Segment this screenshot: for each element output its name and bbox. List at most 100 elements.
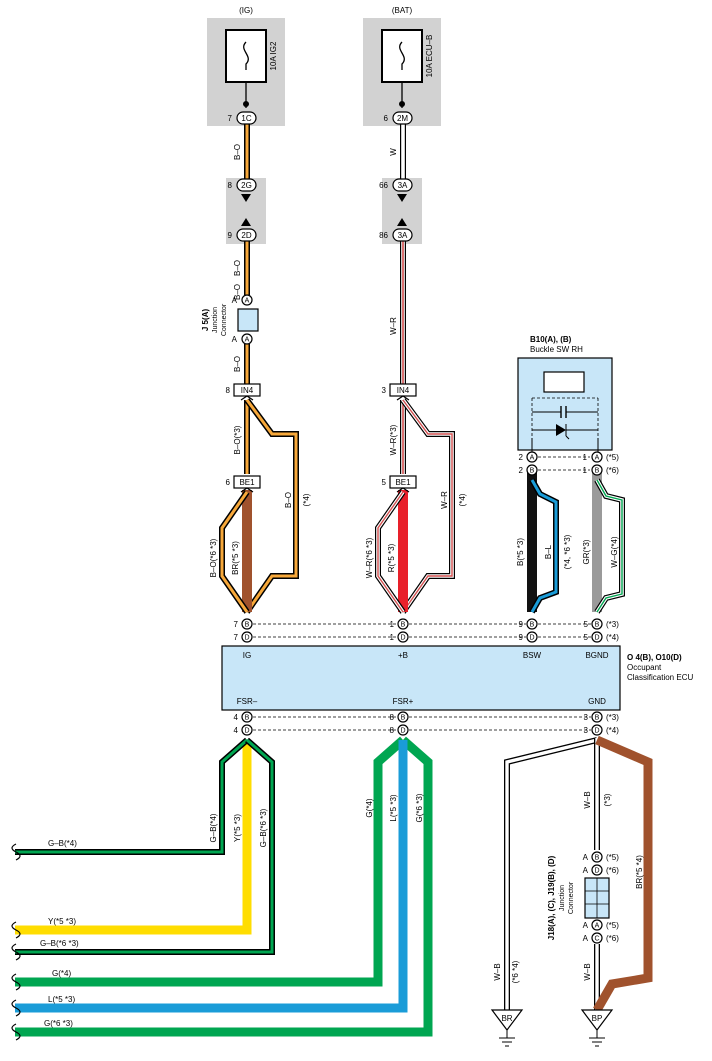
svg-text:D: D <box>529 635 534 642</box>
svg-text:B: B <box>530 622 535 629</box>
svg-text:BP: BP <box>592 1014 603 1023</box>
buckle-pins: A 2 1 A (*5) B 2 1 B (*6) <box>519 451 619 476</box>
svg-text:3A: 3A <box>398 181 408 190</box>
svg-text:B: B <box>595 715 600 722</box>
svg-text:D: D <box>594 635 599 642</box>
svg-text:W–R(*3): W–R(*3) <box>389 424 398 455</box>
j5-code: J 5(A) <box>201 309 210 332</box>
svg-text:7: 7 <box>228 114 233 123</box>
svg-text:IN4: IN4 <box>397 386 410 395</box>
svg-text:A: A <box>595 923 600 930</box>
svg-text:Junction: Junction <box>559 885 566 911</box>
wire-ig-upper <box>244 124 250 384</box>
offpage-label-gb63: G–B(*6 *3) <box>40 939 79 948</box>
svg-text:(*4): (*4) <box>302 493 311 506</box>
svg-text:GND: GND <box>588 697 606 706</box>
conn-be1-b: BE1 5 <box>382 475 417 493</box>
fuse-bat-source: (BAT) <box>392 6 413 15</box>
conn-2g: 2G 8 <box>228 178 257 192</box>
svg-text:B: B <box>595 622 600 629</box>
svg-text:1: 1 <box>583 466 588 475</box>
wire-labels: B–O B–O B–O B–O B–O(*3) B–O (*4) B–O(*6 … <box>209 144 644 983</box>
svg-text:B–L: B–L <box>544 544 553 559</box>
svg-text:C: C <box>594 936 599 943</box>
svg-text:A: A <box>245 298 250 305</box>
svg-text:A: A <box>232 296 238 305</box>
conn-3a-top: 3A 66 <box>379 178 413 192</box>
occupant-classification-ecu: IG +B BSW BGND FSR– FSR+ GND O 4(B), O10… <box>221 645 693 711</box>
svg-text:BR(*5 *3): BR(*5 *3) <box>231 541 240 575</box>
svg-text:D: D <box>244 635 249 642</box>
j18-code: J18(A), (C), J19(B), (D) <box>547 855 556 940</box>
svg-text:BSW: BSW <box>523 651 542 660</box>
svg-text:B: B <box>595 855 600 862</box>
svg-text:1: 1 <box>390 633 395 642</box>
svg-text:6: 6 <box>226 478 231 487</box>
svg-text:B–O(*6 *3): B–O(*6 *3) <box>209 538 218 577</box>
svg-text:B(*5 *3): B(*5 *3) <box>516 538 525 566</box>
offpage-label-g4: G(*4) <box>52 969 71 978</box>
conn-2d: 2D 9 <box>228 228 257 242</box>
svg-text:(*6): (*6) <box>606 866 619 875</box>
svg-text:B–O: B–O <box>233 144 242 160</box>
svg-text:BE1: BE1 <box>239 478 255 487</box>
svg-text:8: 8 <box>390 726 395 735</box>
svg-text:(*6): (*6) <box>606 466 619 475</box>
conn-in4-ig: IN4 8 <box>226 383 261 401</box>
svg-text:Classification ECU: Classification ECU <box>627 673 693 682</box>
svg-text:9: 9 <box>519 620 524 629</box>
offpage-breaks <box>11 843 21 1041</box>
svg-text:9: 9 <box>519 633 524 642</box>
fuse-bat-name: 10A ECU–B <box>425 35 434 78</box>
svg-text:+B: +B <box>398 651 408 660</box>
wire-fsr-plus-g4 <box>15 736 406 987</box>
svg-text:2M: 2M <box>397 114 408 123</box>
svg-text:BGND: BGND <box>585 651 608 660</box>
svg-text:Occupant: Occupant <box>627 663 662 672</box>
svg-text:9: 9 <box>228 231 233 240</box>
svg-text:8: 8 <box>390 713 395 722</box>
wire-ig-br53 <box>242 490 252 612</box>
svg-text:FSR–: FSR– <box>237 697 258 706</box>
svg-text:3A: 3A <box>398 231 408 240</box>
svg-text:(*6 *4): (*6 *4) <box>511 960 520 983</box>
svg-text:G–B(*4): G–B(*4) <box>209 813 218 842</box>
svg-text:A: A <box>583 921 589 930</box>
offpage-label-l53: L(*5 *3) <box>48 995 75 1004</box>
svg-text:7: 7 <box>234 620 239 629</box>
svg-text:3: 3 <box>584 726 589 735</box>
svg-text:Connector: Connector <box>568 881 575 914</box>
wire-b-upper <box>400 124 406 384</box>
svg-text:4: 4 <box>234 726 239 735</box>
j5-junction-connector: A A A A J 5(A) Junction Connector <box>201 294 259 345</box>
svg-text:G–B(*6 *3): G–B(*6 *3) <box>259 808 268 847</box>
svg-text:(*6): (*6) <box>606 934 619 943</box>
svg-text:D: D <box>594 868 599 875</box>
svg-text:(*3): (*3) <box>606 713 619 722</box>
svg-text:86: 86 <box>379 231 388 240</box>
svg-text:A: A <box>583 853 589 862</box>
conn-in4-b: IN4 3 <box>382 383 417 401</box>
svg-text:Connector: Connector <box>221 303 228 336</box>
wire-fsr-plus-l53 <box>15 740 408 1013</box>
svg-text:(*5): (*5) <box>606 853 619 862</box>
svg-text:B–O(*3): B–O(*3) <box>233 425 242 454</box>
svg-text:BR: BR <box>501 1014 512 1023</box>
ground-bp: BP <box>580 1009 614 1047</box>
svg-text:D: D <box>400 728 405 735</box>
svg-text:7: 7 <box>234 633 239 642</box>
svg-text:2G: 2G <box>241 181 252 190</box>
svg-text:2: 2 <box>519 453 524 462</box>
svg-text:W–R: W–R <box>389 317 398 335</box>
svg-text:A: A <box>583 934 589 943</box>
conn-3a-bottom: 3A 86 <box>379 228 413 242</box>
svg-text:(*3): (*3) <box>603 793 612 806</box>
svg-text:IN4: IN4 <box>241 386 254 395</box>
svg-text:(*4): (*4) <box>606 633 619 642</box>
svg-text:B: B <box>595 468 600 475</box>
svg-text:(*3): (*3) <box>606 620 619 629</box>
svg-text:W–B: W–B <box>583 791 592 808</box>
conn-2m: 2M 6 <box>384 111 413 125</box>
svg-text:W–B: W–B <box>583 963 592 980</box>
svg-text:4: 4 <box>234 713 239 722</box>
